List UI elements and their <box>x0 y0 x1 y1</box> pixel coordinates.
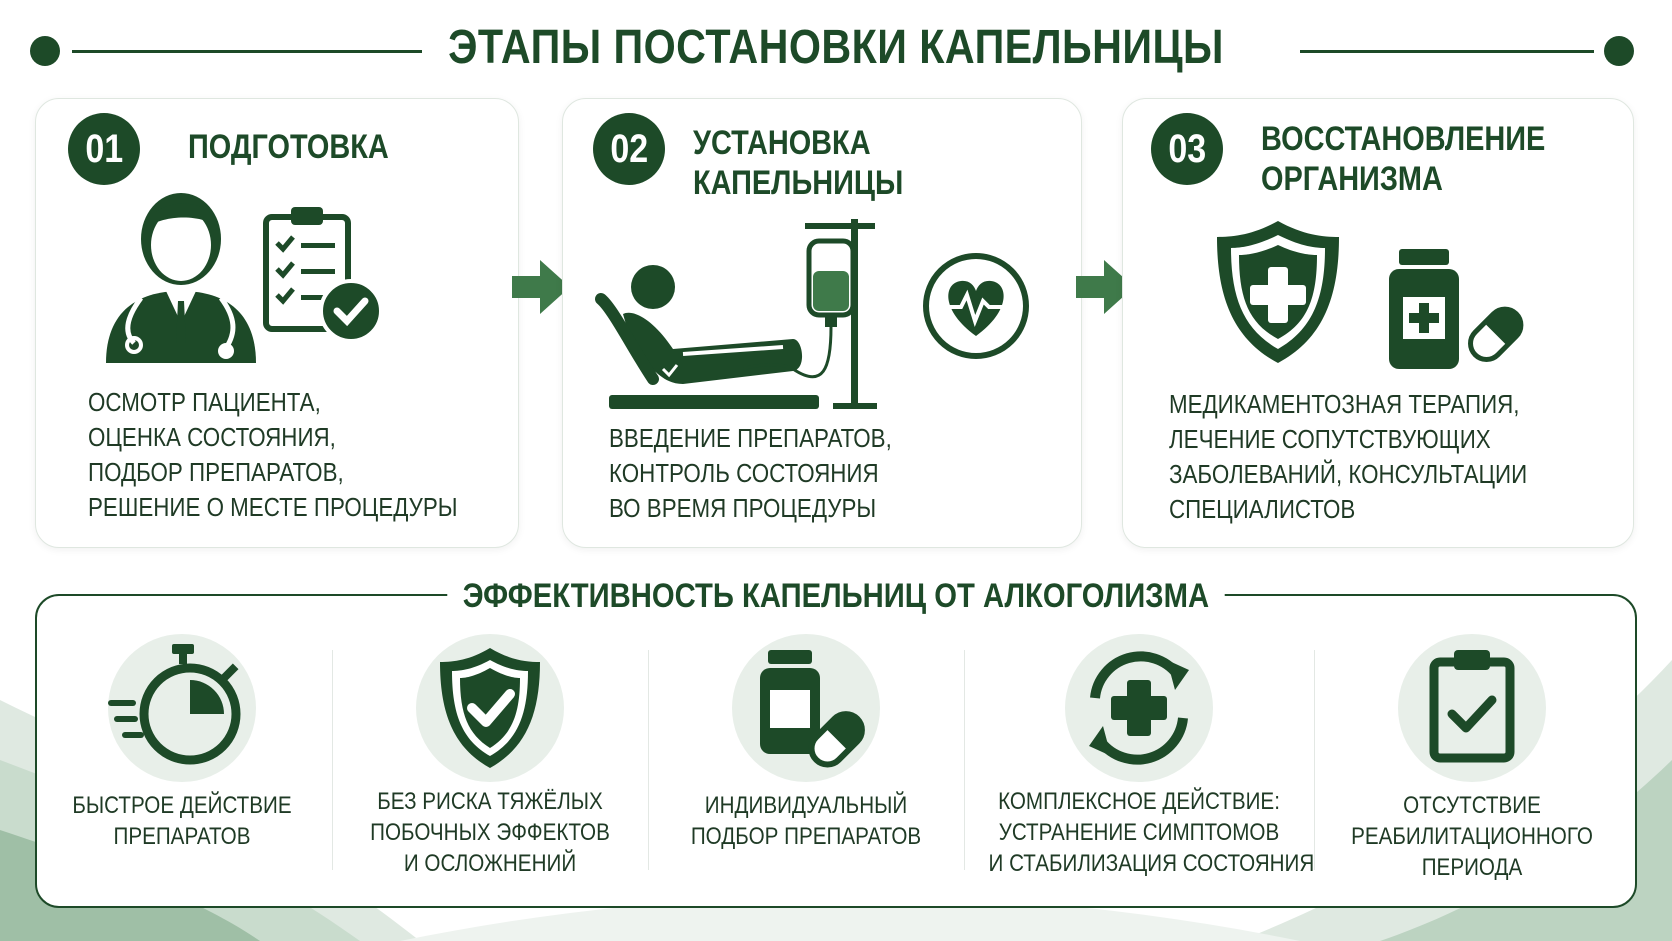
checklist-icon <box>263 207 383 343</box>
efficiency-label: БЕЗ РИСКА ТЯЖЁЛЫХ ПОБОЧНЫХ ЭФФЕКТОВ И ОС… <box>332 786 648 879</box>
shield-cross-icon <box>1217 221 1339 363</box>
header-dot-left <box>30 36 60 66</box>
stage-description-line: СПЕЦИАЛИСТОВ <box>1169 494 1356 524</box>
efficiency-label: БЫСТРОЕ ДЕЙСТВИЕ ПРЕПАРАТОВ <box>24 790 340 852</box>
stage-description: ВВЕДЕНИЕ ПРЕПАРАТОВ, КОНТРОЛЬ СОСТОЯНИЯ … <box>609 421 892 526</box>
efficiency-label-line: И СТАБИЛИЗАЦИЯ СОСТОЯНИЯ <box>988 850 1315 877</box>
divider <box>648 650 649 870</box>
stage-number-badge: 01 <box>68 113 140 185</box>
header-dot-right <box>1604 36 1634 66</box>
efficiency-label-line: ИНДИВИДУАЛЬНЫЙ <box>704 792 908 819</box>
page-title: ЭТАПЫ ПОСТАНОВКИ КАПЕЛЬНИЦЫ <box>448 21 1224 74</box>
stage-title: УСТАНОВКА КАПЕЛЬНИЦЫ <box>693 123 903 203</box>
efficiency-label-line: УСТРАНЕНИЕ СИМПТОМОВ <box>998 819 1280 846</box>
cycle-cross-icon <box>1089 651 1189 765</box>
efficiency-icon-bg <box>732 634 880 782</box>
stage-card-3: 03 ВОССТАНОВЛЕНИЕ ОРГАНИЗМА МЕДИКАМЕНТОЗ… <box>1122 98 1634 548</box>
stage-title-line: ПОДГОТОВКА <box>188 128 389 166</box>
efficiency-label-line: И ОСЛОЖНЕНИЙ <box>403 850 577 877</box>
stage-number: 01 <box>85 126 123 171</box>
medicine-icon <box>1389 249 1524 369</box>
efficiency-label-line: БЫСТРОЕ ДЕЙСТВИЕ <box>72 792 292 819</box>
stage-description-line: ПОДБОР ПРЕПАРАТОВ, <box>88 457 344 487</box>
stopwatch-icon <box>108 644 241 765</box>
efficiency-label-line: КОМПЛЕКСНОЕ ДЕЙСТВИЕ: <box>998 788 1280 815</box>
efficiency-label: ИНДИВИДУАЛЬНЫЙ ПОДБОР ПРЕПАРАТОВ <box>648 790 964 852</box>
stage-number: 03 <box>1168 126 1206 171</box>
efficiency-icon-bg <box>1065 634 1213 782</box>
efficiency-label-line: ПОДБОР ПРЕПАРАТОВ <box>690 823 922 850</box>
heartbeat-icon <box>923 253 1029 359</box>
stage-title-line: УСТАНОВКА <box>693 124 871 162</box>
divider <box>1314 650 1315 870</box>
efficiency-label: КОМПЛЕКСНОЕ ДЕЙСТВИЕ: УСТРАНЕНИЕ СИМПТОМ… <box>964 786 1315 879</box>
efficiency-label-line: ОТСУТСТВИЕ <box>1403 792 1541 819</box>
efficiency-item: БЫСТРОЕ ДЕЙСТВИЕ ПРЕПАРАТОВ <box>24 634 340 890</box>
stage-number: 02 <box>610 126 648 171</box>
shield-check-icon <box>440 648 540 768</box>
stage-number-badge: 02 <box>593 113 665 185</box>
clipboard-check-icon <box>1429 650 1515 763</box>
stage-description: ОСМОТР ПАЦИЕНТА, ОЦЕНКА СОСТОЯНИЯ, ПОДБО… <box>88 385 458 525</box>
stage-description-line: ОСМОТР ПАЦИЕНТА, <box>88 387 321 417</box>
efficiency-item: ИНДИВИДУАЛЬНЫЙ ПОДБОР ПРЕПАРАТОВ <box>648 634 964 890</box>
stage-card-2: 02 УСТАНОВКА КАПЕЛЬНИЦЫ ВВЕДЕНИЕ ПРЕПАРА… <box>562 98 1082 548</box>
efficiency-title-wrap: ЭФФЕКТИВНОСТЬ КАПЕЛЬНИЦ ОТ АЛКОГОЛИЗМА <box>0 576 1672 616</box>
efficiency-item: КОМПЛЕКСНОЕ ДЕЙСТВИЕ: УСТРАНЕНИЕ СИМПТОМ… <box>964 634 1314 890</box>
stage-title-line: КАПЕЛЬНИЦЫ <box>693 164 904 202</box>
stage-title: ВОССТАНОВЛЕНИЕ ОРГАНИЗМА <box>1261 119 1545 199</box>
stage-description-line: ВО ВРЕМЯ ПРОЦЕДУРЫ <box>609 493 877 523</box>
patient-drip-icon <box>595 219 877 409</box>
stage-description-line: ЗАБОЛЕВАНИЙ, КОНСУЛЬТАЦИИ <box>1169 459 1528 489</box>
efficiency-label-line: ПОБОЧНЫХ ЭФФЕКТОВ <box>370 819 610 846</box>
efficiency-label: ОТСУТСТВИЕ РЕАБИЛИТАЦИОННОГО ПЕРИОДА <box>1314 790 1630 883</box>
efficiency-label-line: РЕАБИЛИТАЦИОННОГО <box>1351 823 1593 850</box>
stage-description-line: ОЦЕНКА СОСТОЯНИЯ, <box>88 422 336 452</box>
header: ЭТАПЫ ПОСТАНОВКИ КАПЕЛЬНИЦЫ <box>0 0 1672 90</box>
stage-description-line: ВВЕДЕНИЕ ПРЕПАРАТОВ, <box>609 423 892 453</box>
stage-card-1: 01 ПОДГОТОВКА ОСМОТР ПАЦИЕНТА, ОЦЕНКА СО… <box>35 98 519 548</box>
doctor-icon <box>106 193 256 363</box>
efficiency-item: БЕЗ РИСКА ТЯЖЁЛЫХ ПОБОЧНЫХ ЭФФЕКТОВ И ОС… <box>332 634 648 890</box>
efficiency-icon-bg <box>416 634 564 782</box>
stage-description: МЕДИКАМЕНТОЗНАЯ ТЕРАПИЯ, ЛЕЧЕНИЕ СОПУТСТ… <box>1169 387 1527 527</box>
stage-title-line: ВОССТАНОВЛЕНИЕ <box>1261 120 1546 158</box>
stage-description-line: КОНТРОЛЬ СОСТОЯНИЯ <box>609 458 879 488</box>
stage-title-line: ОРГАНИЗМА <box>1261 160 1443 198</box>
efficiency-title: ЭФФЕКТИВНОСТЬ КАПЕЛЬНИЦ ОТ АЛКОГОЛИЗМА <box>447 576 1225 616</box>
pills-icon <box>760 650 865 768</box>
divider <box>964 650 965 870</box>
stage-description-line: РЕШЕНИЕ О МЕСТЕ ПРОЦЕДУРЫ <box>88 492 458 522</box>
efficiency-icon-bg <box>108 634 256 782</box>
header-line-right <box>1300 50 1594 53</box>
efficiency-label-line: ПЕРИОДА <box>1421 854 1523 881</box>
divider <box>332 650 333 870</box>
stage-description-line: МЕДИКАМЕНТОЗНАЯ ТЕРАПИЯ, <box>1169 389 1520 419</box>
arrow-right-icon <box>512 260 570 314</box>
stage-number-badge: 03 <box>1151 113 1223 185</box>
efficiency-label-line: ПРЕПАРАТОВ <box>113 823 251 850</box>
efficiency-icon-bg <box>1398 634 1546 782</box>
stage-description-line: ЛЕЧЕНИЕ СОПУТСТВУЮЩИХ <box>1169 424 1491 454</box>
stage-title: ПОДГОТОВКА <box>188 127 389 167</box>
efficiency-item: ОТСУТСТВИЕ РЕАБИЛИТАЦИОННОГО ПЕРИОДА <box>1314 634 1630 890</box>
header-line-left <box>72 50 422 53</box>
arrow-right-icon <box>1076 260 1134 314</box>
efficiency-label-line: БЕЗ РИСКА ТЯЖЁЛЫХ <box>377 788 603 815</box>
